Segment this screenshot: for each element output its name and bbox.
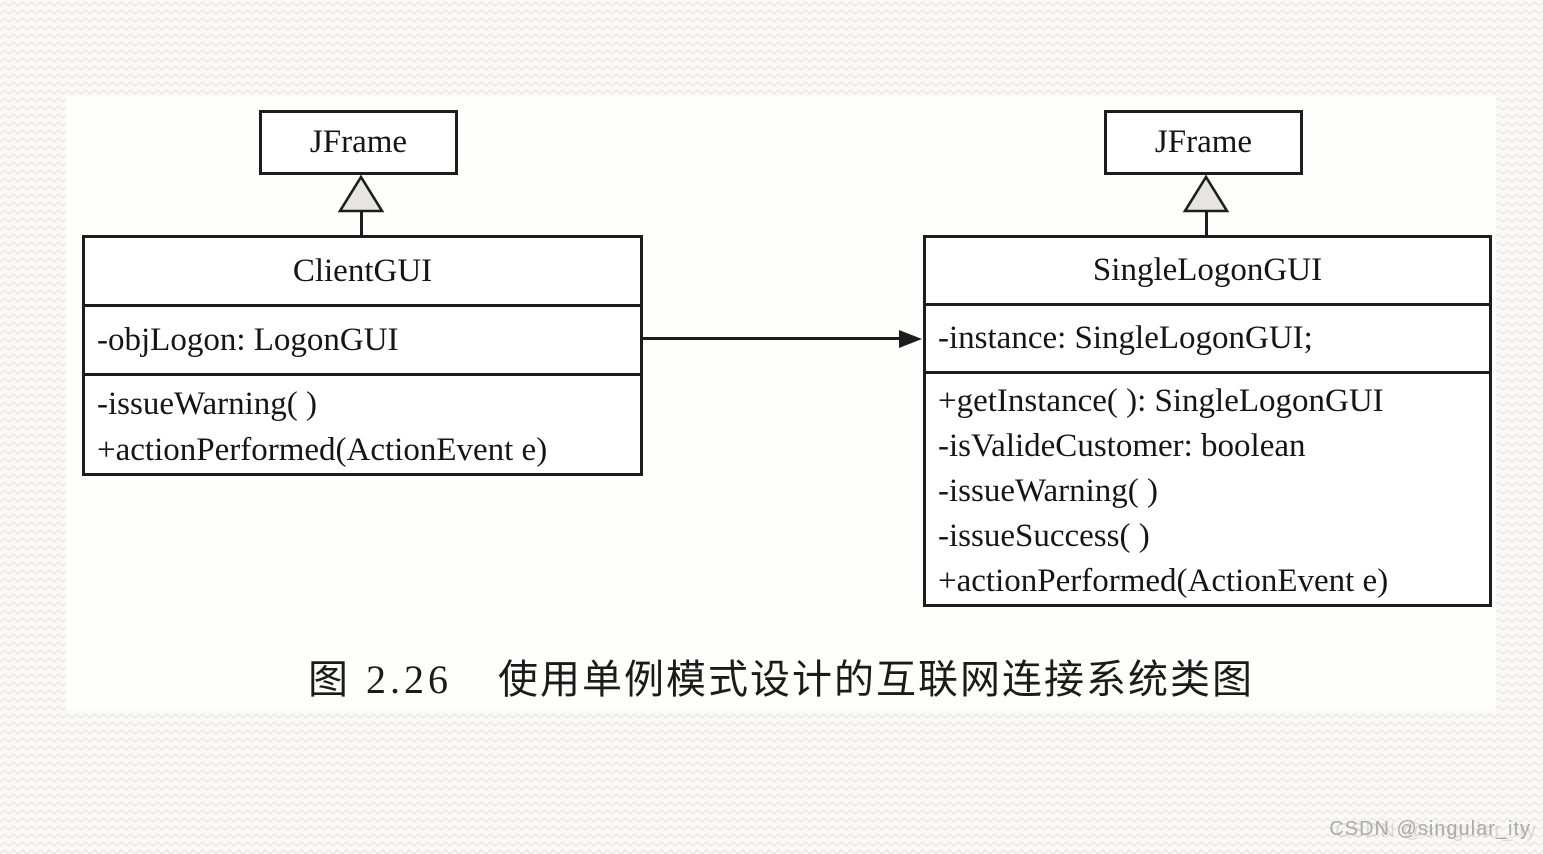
association-arrowhead-icon — [899, 329, 922, 348]
caption-number: 图 2.26 — [308, 657, 452, 702]
attribute-item: -instance: SingleLogonGUI; — [938, 320, 1313, 356]
method-item: -isValideCustomer: boolean — [938, 428, 1306, 464]
association-line — [643, 337, 903, 340]
class-methods-compartment: -issueWarning( ) +actionPerformed(Action… — [85, 376, 640, 473]
class-name-label: JFrame — [309, 124, 408, 160]
class-name-label: SingleLogonGUI — [1092, 252, 1323, 288]
uml-class-jframe-left: JFrame — [259, 110, 458, 175]
inheritance-triangle-right-icon — [1182, 175, 1230, 213]
method-item: -issueWarning( ) — [938, 473, 1159, 509]
class-title-compartment: SingleLogonGUI — [926, 238, 1489, 306]
method-item: +getInstance( ): SingleLogonGUI — [938, 383, 1384, 419]
inheritance-triangle-left-icon — [337, 175, 385, 213]
uml-class-clientgui: ClientGUI -objLogon: LogonGUI -issueWarn… — [82, 235, 643, 476]
class-name-label: ClientGUI — [292, 252, 433, 289]
attribute-item: -objLogon: LogonGUI — [97, 321, 399, 358]
inheritance-line-left — [360, 212, 363, 236]
uml-class-singlelogongui: SingleLogonGUI -instance: SingleLogonGUI… — [923, 235, 1492, 607]
caption-text: 使用单例模式设计的互联网连接系统类图 — [498, 657, 1254, 702]
figure-caption: 图 2.26 使用单例模式设计的互联网连接系统类图 — [66, 656, 1496, 704]
watermark: CSDN @singular_ity — [1329, 818, 1531, 840]
class-attributes-compartment: -objLogon: LogonGUI — [85, 307, 640, 376]
method-item: +actionPerformed(ActionEvent e) — [938, 563, 1389, 599]
class-methods-compartment: +getInstance( ): SingleLogonGUI -isValid… — [926, 374, 1489, 604]
class-attributes-compartment: -instance: SingleLogonGUI; — [926, 306, 1489, 374]
class-title-compartment: ClientGUI — [85, 238, 640, 307]
method-item: +actionPerformed(ActionEvent e) — [97, 432, 548, 468]
class-name-label: JFrame — [1154, 124, 1253, 160]
uml-class-jframe-right: JFrame — [1104, 110, 1303, 175]
method-item: -issueSuccess( ) — [938, 518, 1150, 554]
method-item: -issueWarning( ) — [97, 386, 318, 422]
inheritance-line-right — [1205, 212, 1208, 236]
